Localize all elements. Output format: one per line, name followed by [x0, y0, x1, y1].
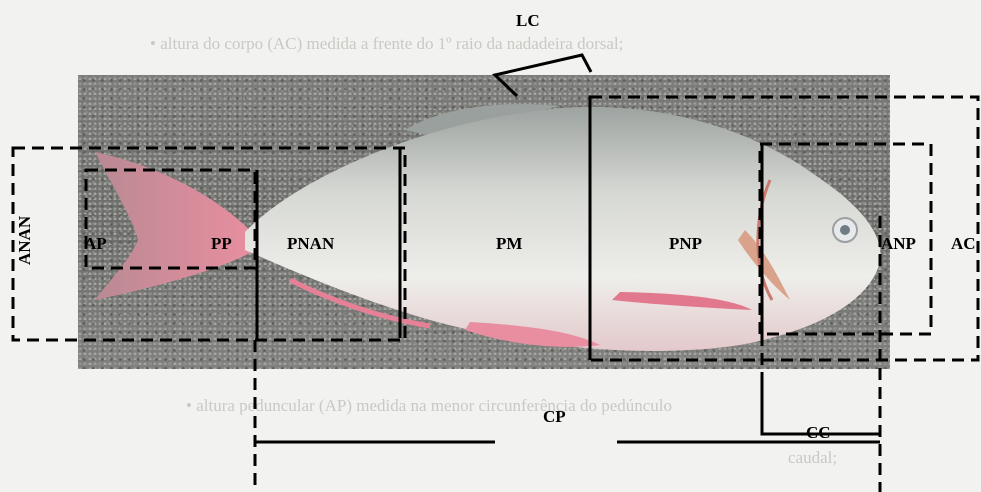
label-lc: LC	[516, 11, 540, 30]
fish-pupil	[840, 225, 850, 235]
label-ap: AP	[84, 234, 107, 253]
label-cc: CC	[806, 423, 831, 442]
fish-tail	[95, 152, 255, 300]
label-ac: AC	[951, 234, 976, 253]
label-cp: CP	[543, 407, 566, 426]
lc-bracket	[495, 55, 591, 96]
label-pnan: PNAN	[287, 234, 335, 253]
label-anan: ANAN	[15, 215, 34, 265]
label-pp: PP	[211, 234, 232, 253]
label-pnp: PNP	[669, 234, 702, 253]
label-anp: ANP	[881, 234, 916, 253]
label-pm: PM	[496, 234, 522, 253]
